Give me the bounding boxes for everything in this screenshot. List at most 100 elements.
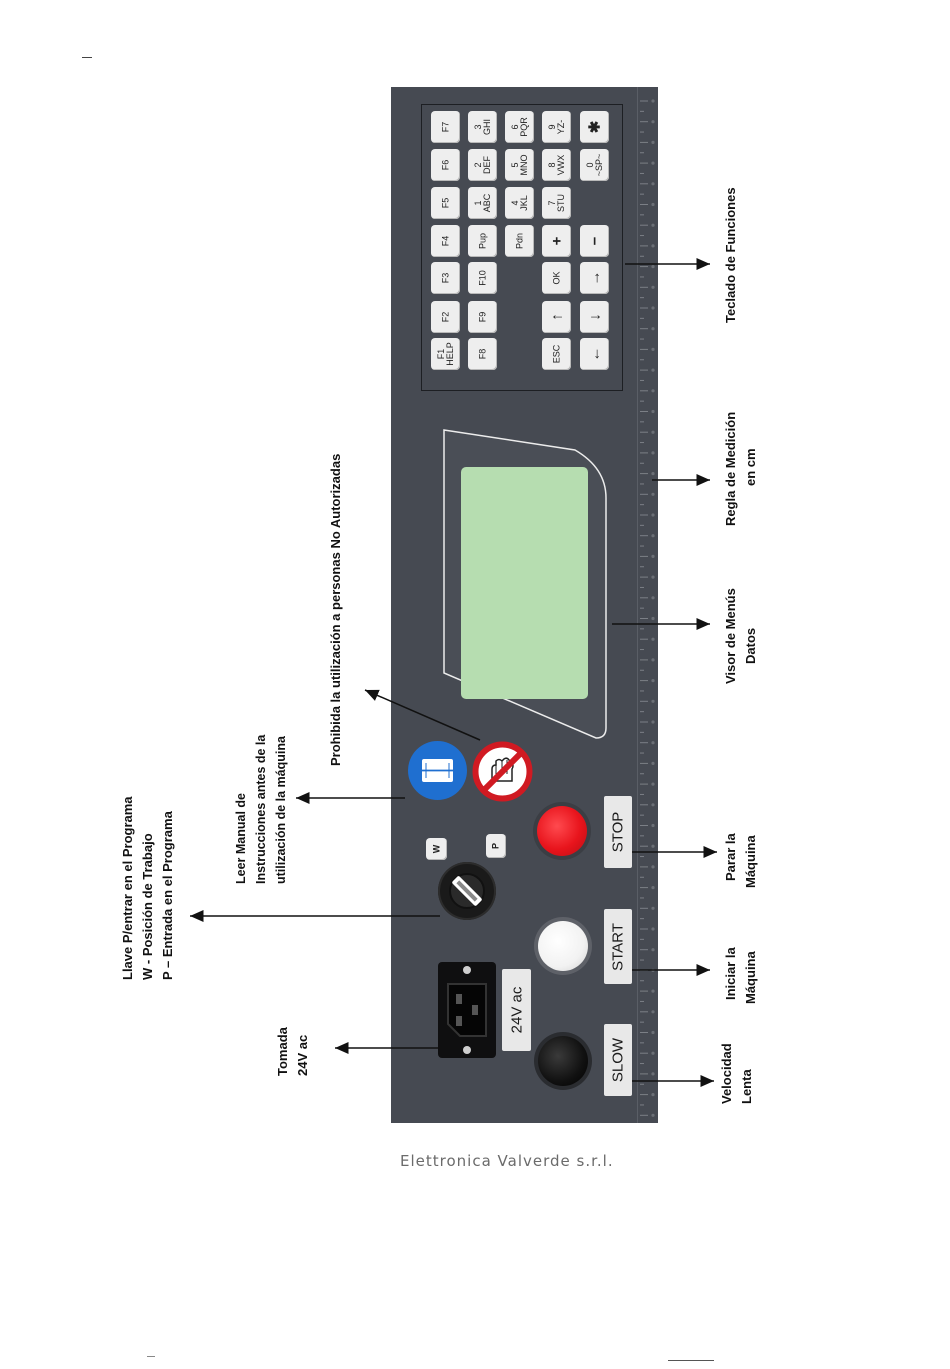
prohibited-hand-icon [472, 741, 533, 802]
brand-footer: Elettronica Valverde s.r.l. [400, 1152, 614, 1170]
key-switch[interactable] [438, 862, 496, 920]
iec-socket-icon [447, 966, 487, 1054]
ruler-number-mark [651, 720, 655, 724]
keypad-key[interactable]: 6 PQR [505, 111, 534, 143]
keypad-key[interactable]: ↑ [542, 301, 571, 333]
socket-voltage-label: 24V ac [502, 969, 531, 1051]
ruler-number-mark [651, 844, 655, 848]
ruler-number-mark [651, 389, 655, 393]
keypad-key[interactable]: F4 [431, 225, 460, 257]
keypad-key[interactable]: 9 YZ- [542, 111, 571, 143]
ruler-number-mark [651, 244, 655, 248]
keypad-key[interactable]: ↓ [580, 301, 609, 333]
keypad-key[interactable]: 0 ~SP~ [580, 149, 609, 181]
key-position-w: W [426, 838, 447, 860]
page-marker [82, 57, 92, 58]
label-velocidad: Velocidad Lenta [719, 1043, 754, 1104]
ruler-number-mark [651, 285, 655, 289]
ruler-number-mark [651, 99, 655, 103]
keypad-key[interactable]: F1 HELP [431, 338, 460, 370]
menu-display-screen [461, 467, 588, 699]
stop-mushroom-button[interactable] [533, 802, 591, 860]
ruler-number-mark [651, 1113, 655, 1117]
ruler-number-mark [651, 823, 655, 828]
start-button[interactable]: START [604, 909, 632, 984]
ruler-number-mark [651, 679, 655, 683]
page-marker-bottom-right [668, 1360, 714, 1361]
keypad-key[interactable]: Pdn [505, 225, 534, 257]
keypad-key[interactable]: F8 [468, 338, 497, 370]
ruler-number-mark [651, 927, 655, 931]
ruler-number-mark [651, 803, 655, 807]
label-visor: Visor de Menús Datos [723, 588, 758, 684]
keypad-key[interactable]: 5 MNO [505, 149, 534, 181]
ruler-number-mark [651, 1093, 655, 1097]
label-tomada: Tomada 24V ac [275, 1027, 310, 1076]
keypad-key[interactable]: − [580, 225, 609, 257]
keypad [421, 104, 623, 391]
ruler-number-mark [651, 182, 655, 186]
label-parar: Parar la Máquina [723, 833, 758, 888]
ruler-number-mark [651, 223, 655, 227]
label-prohibida: Prohibida la utilización a personas No A… [328, 453, 343, 766]
ruler-number-mark [651, 658, 655, 662]
ruler-number-mark [651, 575, 655, 579]
ruler-number-mark [651, 265, 655, 269]
start-push-button[interactable] [534, 917, 592, 975]
slow-push-button[interactable] [534, 1032, 592, 1090]
keypad-key[interactable]: F6 [431, 149, 460, 181]
ruler-number-mark [651, 989, 655, 993]
ruler-number-mark [651, 948, 655, 952]
ruler-number-mark [651, 741, 655, 745]
keypad-key[interactable]: F9 [468, 301, 497, 333]
ruler-number-mark [651, 865, 655, 869]
keypad-key[interactable]: F5 [431, 187, 460, 219]
ruler-number-mark [651, 554, 655, 558]
stop-button[interactable]: STOP [604, 796, 632, 868]
ruler-number-mark [651, 120, 655, 124]
ruler-number-mark [651, 1051, 655, 1055]
ruler-number-mark [651, 886, 655, 890]
keypad-key[interactable]: ESC [542, 338, 571, 370]
keypad-key[interactable]: OK [542, 262, 571, 294]
ruler-number-mark [651, 327, 655, 331]
label-teclado: Teclado de Funciones [723, 187, 738, 323]
ruler-number-mark [651, 140, 655, 144]
keypad-key[interactable]: → [580, 262, 609, 294]
keypad-key[interactable]: F2 [431, 301, 460, 333]
keypad-key[interactable]: 2 DEF [468, 149, 497, 181]
ruler-number-mark [651, 761, 655, 766]
ruler-number-mark [651, 616, 655, 621]
ruler-number-mark [651, 906, 655, 910]
keypad-key[interactable]: 3 GHI [468, 111, 497, 143]
keypad-key[interactable]: F7 [431, 111, 460, 143]
keypad-key[interactable]: 1 ABC [468, 187, 497, 219]
keypad-key[interactable]: 7 STU [542, 187, 571, 219]
keypad-key[interactable]: 8 VWX [542, 149, 571, 181]
ruler-number-mark [651, 1072, 655, 1076]
keypad-key[interactable]: F3 [431, 262, 460, 294]
label-regla: Regla de Medición en cm [723, 411, 758, 526]
ruler-number-mark [651, 1030, 655, 1035]
label-leer-manual: Leer Manual de Instrucciones antes de la… [234, 734, 288, 884]
ruler-number-mark [651, 202, 655, 207]
label-llave: Llave P/entrar en el Programa W - Posici… [120, 796, 175, 980]
page-marker-bottom [147, 1356, 155, 1357]
keypad-key[interactable]: ← [580, 338, 609, 370]
keypad-key[interactable]: Pup [468, 225, 497, 257]
read-manual-sign [408, 741, 467, 800]
ruler-number-mark [651, 451, 655, 455]
measuring-ruler [637, 87, 658, 1123]
keypad-key[interactable]: ✱ [580, 111, 609, 143]
ruler-number-mark [651, 596, 655, 600]
keypad-key[interactable]: 4 JKL [505, 187, 534, 219]
key-position-p: P [486, 834, 506, 858]
slow-button[interactable]: SLOW [604, 1024, 632, 1096]
ruler-number-mark [651, 1010, 655, 1014]
ruler-number-mark [651, 637, 655, 641]
ruler-number-mark [651, 534, 655, 538]
keypad-key[interactable]: F10 [468, 262, 497, 294]
ruler-number-mark [651, 782, 655, 786]
keypad-key[interactable]: + [542, 225, 571, 257]
